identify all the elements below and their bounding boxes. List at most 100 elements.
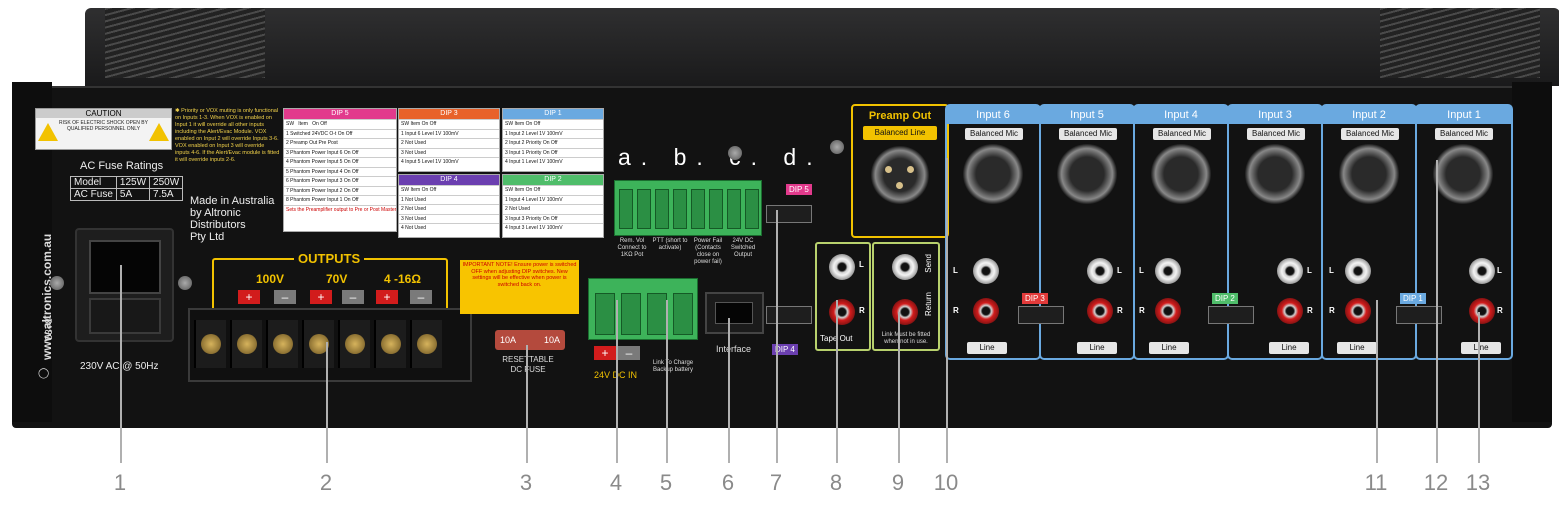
dip3-switch[interactable] [1018,306,1064,324]
input-3-xlr[interactable] [1245,144,1305,204]
input-6-line-right[interactable] [973,298,999,324]
terminal-slot[interactable] [691,189,705,229]
plus-marker: + [238,290,260,304]
table-row: 7 Phantom Power Input 2 On Off [284,185,396,196]
input-1-xlr[interactable] [1433,144,1493,204]
iec-socket [89,240,161,294]
preamp-xlr-connector[interactable] [871,146,929,204]
input-5-line-left[interactable] [1087,258,1113,284]
table-header: SW Item On Off [284,119,396,129]
control-terminal-block[interactable] [614,180,762,236]
terminal-cell[interactable] [230,320,262,368]
table-row: 1 Input 2 Level 1V 100mV [503,128,603,139]
send-jack[interactable] [892,254,918,280]
terminal-slot[interactable] [647,293,667,335]
dip2-title: DIP 2 [503,175,603,185]
tape-out-left-jack[interactable] [829,254,855,280]
terminal-cell[interactable] [302,320,334,368]
dip1-table: DIP 1 SW Item On Off 1 Input 2 Level 1V … [502,108,604,172]
dip1-switch[interactable] [1396,306,1442,324]
input-6-xlr[interactable] [963,144,1023,204]
dip2-switch[interactable] [1208,306,1254,324]
input-2-xlr[interactable] [1339,144,1399,204]
input-1-line-right[interactable] [1469,298,1495,324]
resettable-dc-fuse[interactable]: 10A 10A [495,330,565,350]
terminal-cell[interactable] [266,320,298,368]
terminal-cell[interactable] [338,320,370,368]
important-note: IMPORTANT NOTE! Ensure power is switched… [460,260,579,314]
table-row: 3 Not Used [399,147,499,158]
screw-icon [830,140,844,154]
dip5-tag: DIP 5 [786,184,812,195]
input-4-line-left[interactable] [1155,258,1181,284]
speaker-terminal-block[interactable] [188,308,472,382]
dip5-switch[interactable] [766,205,812,223]
input-3-line-left[interactable] [1277,258,1303,284]
terminal-cell[interactable] [194,320,226,368]
dc-input-terminal-block[interactable] [588,278,698,340]
leader-line [326,342,328,463]
input-5-line-right[interactable] [1087,298,1113,324]
dip5-title: DIP 5 [284,109,396,119]
table-row: 3 Input 3 Priority On Off [503,213,603,224]
right-channel-label: R [859,306,865,315]
input-2-line-left[interactable] [1345,258,1371,284]
terminal-cell[interactable] [410,320,442,368]
terminal-cell[interactable] [374,320,406,368]
terminal-slot[interactable] [619,189,633,229]
table-row: 5 Phantom Power Input 4 On Off [284,166,396,177]
return-jack[interactable] [892,299,918,325]
input-2-line-right[interactable] [1345,298,1371,324]
input-title: Input 6 [947,106,1039,124]
input-1-line-left[interactable] [1469,258,1495,284]
warning-triangle-icon [38,123,58,141]
iec-fuse-holder[interactable] [89,298,161,334]
mains-voltage-label: 230V AC @ 50Hz [80,361,159,372]
right-vent [1380,8,1540,78]
iec-power-inlet[interactable] [75,228,174,342]
balanced-mic-label: Balanced Mic [1153,128,1211,140]
table-cell: 7.5A [149,188,184,201]
callout-13: 13 [1465,470,1491,495]
tape-out-right-jack[interactable] [829,299,855,325]
terminal-slot[interactable] [727,189,741,229]
table-row: 1 Input 6 Level 1V 100mV [399,128,499,139]
input-4-xlr[interactable] [1151,144,1211,204]
return-label: Return [924,292,933,317]
dip4-switch[interactable] [766,306,812,324]
terminal-slot[interactable] [745,189,759,229]
leader-line [728,318,730,463]
terminal-slot[interactable] [673,293,693,335]
send-label: Send [924,254,933,273]
input-1-channel: Input 1 Balanced Mic L R Line [1415,104,1513,360]
dc-fuse-label: RESETTABLE DC FUSE [502,355,553,374]
input-3-line-right[interactable] [1277,298,1303,324]
fuse-rating-left: 10A [500,335,517,345]
dip4-tag: DIP 4 [772,344,798,355]
input-5-xlr[interactable] [1057,144,1117,204]
leader-line [1478,312,1480,463]
terminal-slot[interactable] [621,293,641,335]
table-row: 8 Phantom Power Input 1 On Off [284,195,396,205]
dip4-title: DIP 4 [399,175,499,185]
table-row: 1 Switched 24VDC O-t On Off [284,128,396,139]
dip3-title: DIP 3 [399,109,499,119]
table-header: SW Item On Off [399,119,499,129]
made-in-line: Pty Ltd [190,231,225,243]
input-6-line-left[interactable] [973,258,999,284]
terminal-slot[interactable] [637,189,651,229]
terminal-slot[interactable] [655,189,669,229]
callout-9: 9 [891,470,905,495]
minus-marker: – [410,290,432,304]
input-6-channel: Input 6 Balanced Mic L R Line [945,104,1041,360]
leader-line [776,210,778,463]
terminal-slot[interactable] [709,189,723,229]
leader-line [666,300,668,463]
right-channel-label: R [953,306,959,315]
terminal-slot[interactable] [595,293,615,335]
interface-port[interactable] [705,292,764,334]
terminal-slot[interactable] [673,189,687,229]
table-row: 2 Not Used [503,204,603,214]
input-4-line-right[interactable] [1155,298,1181,324]
made-in-line: Made in Australia [190,195,275,207]
